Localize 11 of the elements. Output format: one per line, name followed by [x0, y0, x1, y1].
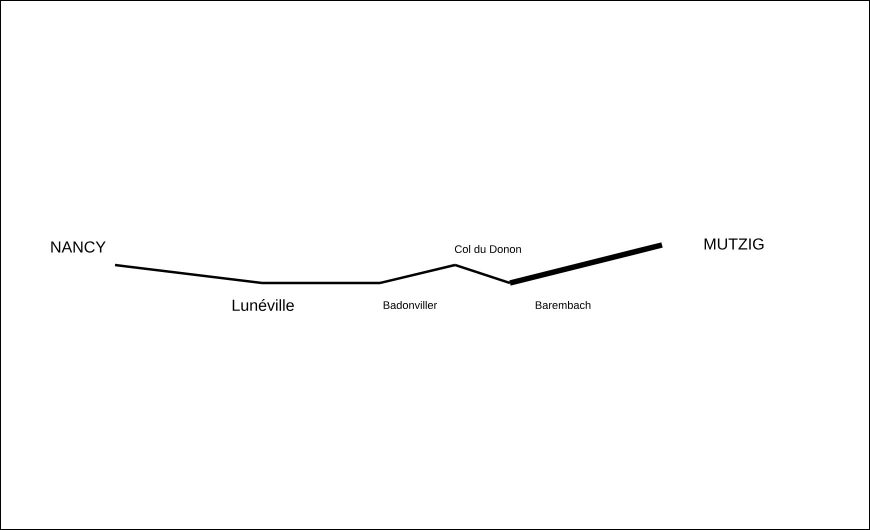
place-name: Lunéville: [232, 299, 294, 311]
route-line: [509, 242, 663, 286]
route-line: [114, 264, 262, 284]
place-name: Barembach: [536, 300, 590, 310]
route-line: [262, 282, 380, 284]
place-name: NANCY: [51, 241, 106, 253]
place-name: MUTZIG: [704, 238, 764, 250]
route-line: [454, 264, 510, 284]
place-name: Col du Donon: [454, 244, 521, 254]
place-name: Badonviller: [384, 300, 438, 310]
route-line: [380, 264, 456, 284]
